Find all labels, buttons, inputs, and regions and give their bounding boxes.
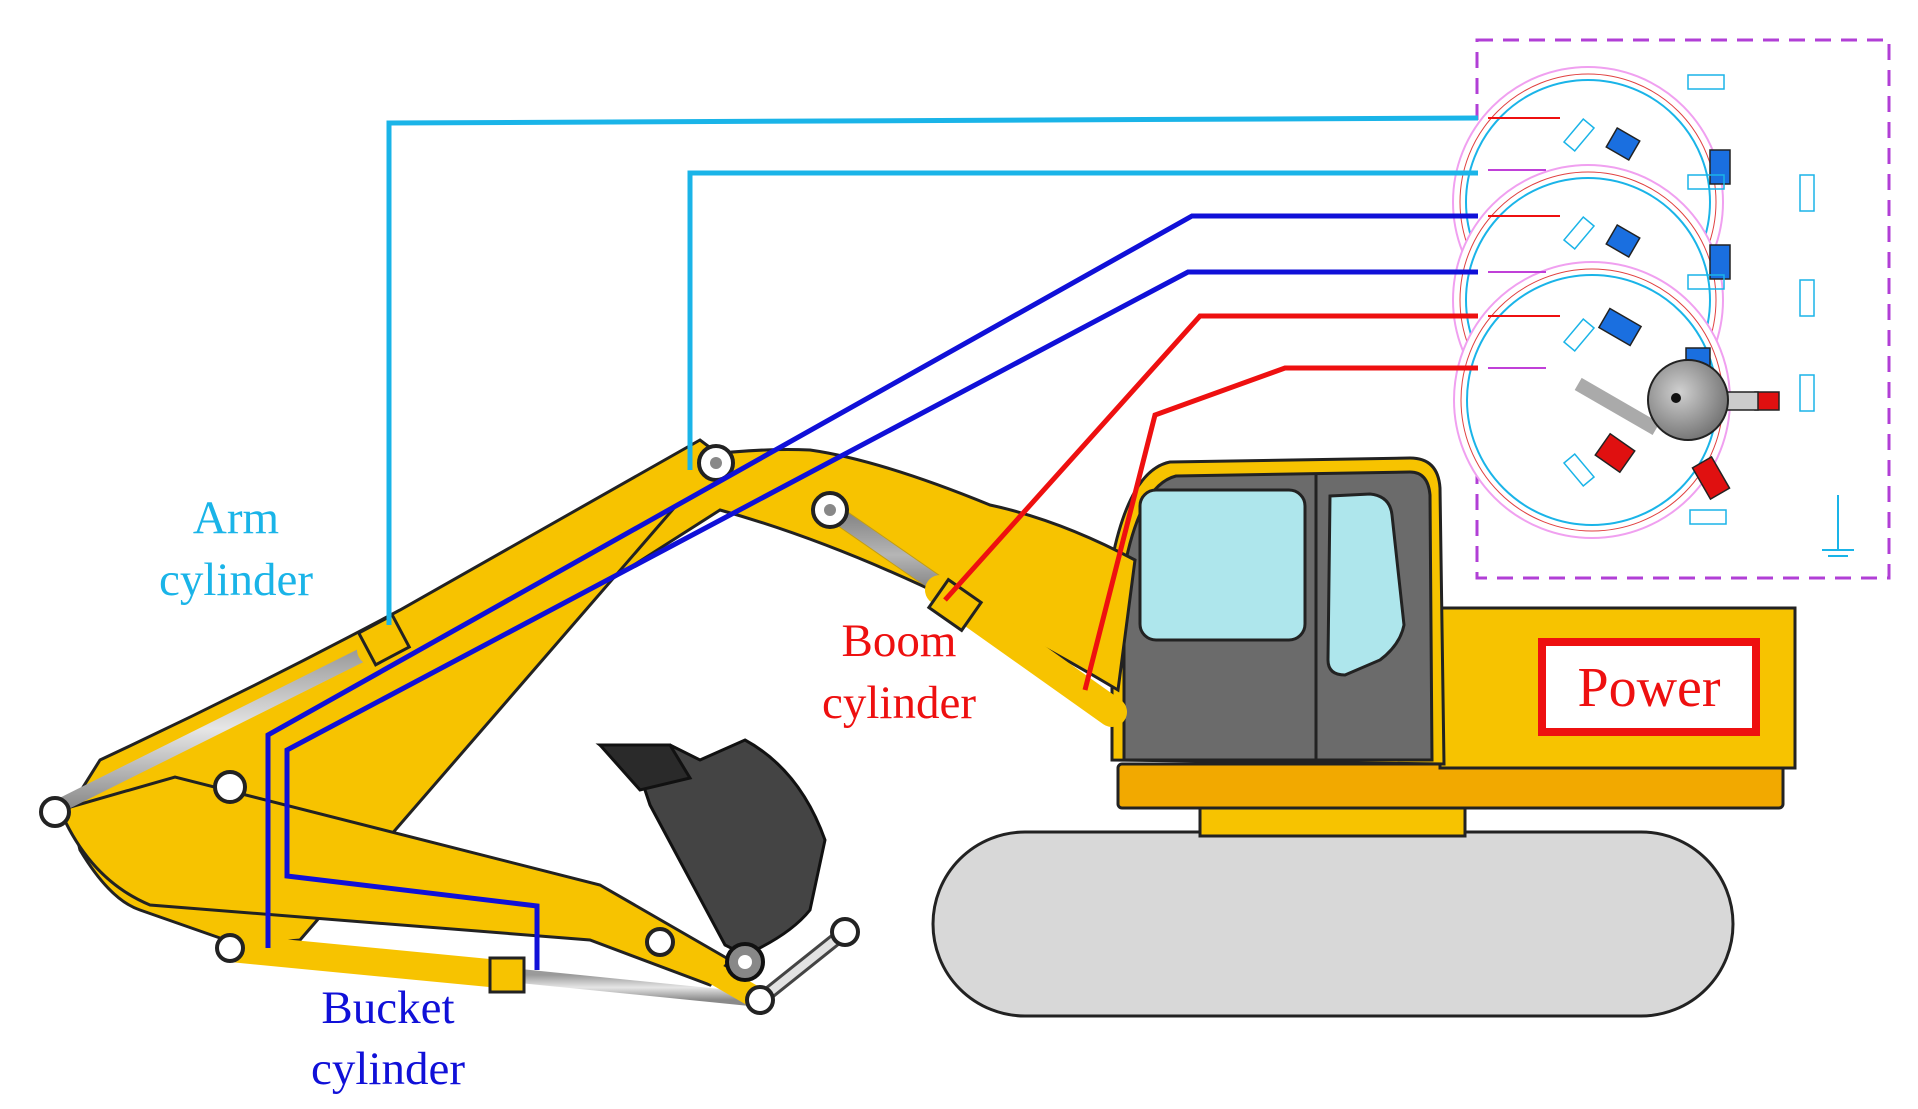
cab-window-front <box>1138 488 1307 642</box>
arm-label-line2: cylinder <box>159 554 313 606</box>
arm-line-1 <box>386 115 1479 625</box>
arm-line-2 <box>687 170 1478 470</box>
bucket-cylinder-barrel <box>216 934 524 989</box>
counterweight <box>1116 762 1785 810</box>
boom-line-2 <box>1082 365 1478 691</box>
bucket-label-line2: cylinder <box>311 1043 465 1095</box>
boom-label-line1: Boom <box>842 615 957 667</box>
power-unit: Power <box>1538 638 1760 736</box>
bucket-teeth <box>596 743 693 792</box>
arm-cylinder-collar <box>356 613 412 667</box>
bucket-cylinder-collar <box>488 956 526 994</box>
track <box>931 830 1735 1018</box>
radial-pump-module <box>1452 38 1891 580</box>
bucket-label-line1: Bucket <box>321 982 454 1034</box>
bucket-line-2 <box>284 269 1478 970</box>
pump-pistons <box>1574 126 1780 501</box>
arm-cylinder-rod <box>51 643 376 815</box>
boom-label-line2: cylinder <box>822 677 976 729</box>
cab-window-side <box>1326 492 1406 677</box>
arm-label-line1: Arm <box>193 492 279 544</box>
component-labels: Arm cylinder Boom cylinder Bucket cylind… <box>159 492 976 1095</box>
pump-dashed-frame <box>1475 38 1891 580</box>
boom-cylinder-collar <box>926 577 984 633</box>
power-label: Power <box>1577 657 1720 719</box>
hydraulic-lines <box>265 115 1560 970</box>
pump-hub <box>1647 359 1729 441</box>
arm-cylinder-barrel <box>357 450 735 665</box>
bucket-line-1 <box>265 213 1478 948</box>
boom-line-1 <box>943 313 1478 602</box>
power-box <box>1538 638 1760 736</box>
bucket-cylinder-rod <box>509 968 761 1007</box>
